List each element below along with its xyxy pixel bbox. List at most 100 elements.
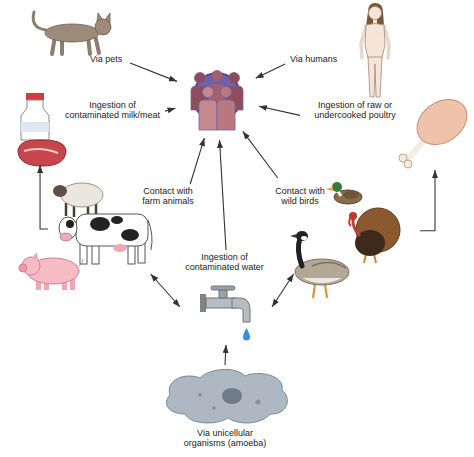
goose-head [296,231,308,241]
person-body [225,86,243,110]
cow-udder [113,244,127,252]
pathway-label: Via humans [290,54,337,64]
amoeba-vacuole [256,400,261,405]
pathway-label: Contact with farm animals [140,186,196,207]
transmission-arrow [272,274,294,307]
turkey-tail-fan [356,208,400,252]
goose-illustration [290,231,349,298]
cow-tail [148,220,152,250]
transmission-arrow [151,274,180,307]
cat-body [45,24,99,42]
pathway-node: Via pets [32,12,130,70]
duck-illustration [326,182,362,204]
people-group [191,71,243,131]
tap-handle [211,286,235,290]
person-body [199,100,217,130]
water-drop [243,328,250,341]
amoeba-nucleus [222,388,242,404]
pig-leg [70,278,75,290]
pig-illustration [19,252,83,290]
tap-stem [219,290,227,298]
cat-leg [52,36,55,54]
cat-ear [97,13,103,22]
milk-bottle [21,100,49,140]
cat-ear [105,13,110,23]
person-head [195,73,206,84]
transmission-arrow [130,63,177,81]
pig-leg [36,278,41,290]
pathway-node: Ingestion of contaminated water [180,250,272,345]
pathway-label: Via unicellular organisms (amoeba) [180,428,270,449]
tap-pipe [206,298,236,308]
person-head [229,73,240,84]
pig-body [27,258,79,284]
person-head [203,87,214,98]
amoeba-vacuole [212,406,216,410]
transmission-arrow [259,106,300,115]
pathway-node: Ingestion of contaminated milk/meat [15,88,165,165]
person-body [217,100,235,130]
cow-spot [111,216,123,224]
cow-spot [121,229,139,241]
pig-head [22,257,40,275]
water-tap-illustration [200,286,250,341]
transmission-arrow [243,131,278,178]
person-body [208,84,226,108]
cow-muzzle [60,233,72,241]
duck-collar [337,190,341,196]
pathway-node: Ingestion of raw or undercooked poultry [300,92,472,170]
human-head [369,7,382,20]
cow-leg [138,238,145,263]
leg-bone [408,136,428,159]
pathway-node: Via humans [285,2,400,102]
transmission-arrow [225,345,226,365]
pig-leg [44,279,49,290]
sheep-leg [65,203,68,216]
cow-spot [90,217,110,231]
turkey-leg [374,254,376,263]
pathway-label: Contact with wild birds [273,186,327,207]
human-illustration [361,3,389,97]
pathway-node: Via unicellular organisms (amoeba) [160,365,290,453]
duck-head [332,182,342,192]
leg-meat [408,90,474,154]
bottle-label [21,122,49,132]
goose-cheek [301,236,307,240]
human-legs [368,57,382,97]
population-circle [175,55,259,139]
cat-leg [60,37,64,54]
circle-outline [175,55,259,139]
pathway-label: Via pets [90,54,122,64]
turkey-illustration [349,208,400,263]
poultry-leg-illustration [399,90,474,168]
pathway-node: Contact with wild birds [262,178,420,274]
cow-head [59,217,77,239]
person-head [221,87,232,98]
goose-wing [312,262,346,268]
sheep-leg [73,205,76,217]
turkey-wattle [349,218,351,226]
turkey-body [355,230,385,256]
goose-neck [298,238,302,266]
cow-body [76,214,148,246]
turkey-leg [364,254,366,263]
sheep-leg [87,205,90,217]
cat-leg [88,37,90,54]
tap-wall-plate [200,294,206,312]
sheep-illustration [53,183,103,217]
transmission-arrow [256,64,285,78]
transmission-arrow [165,108,175,111]
human-arm [384,26,389,58]
cow-spot [66,220,74,228]
tap-spout [232,298,250,322]
meat-piece [18,140,66,166]
cat-tail [33,12,46,30]
amoeba-vacuole [198,393,202,397]
transmission-arrow [40,165,48,229]
duck-bill [326,187,333,191]
cow-leg [128,238,135,264]
goose-belly [302,278,342,283]
